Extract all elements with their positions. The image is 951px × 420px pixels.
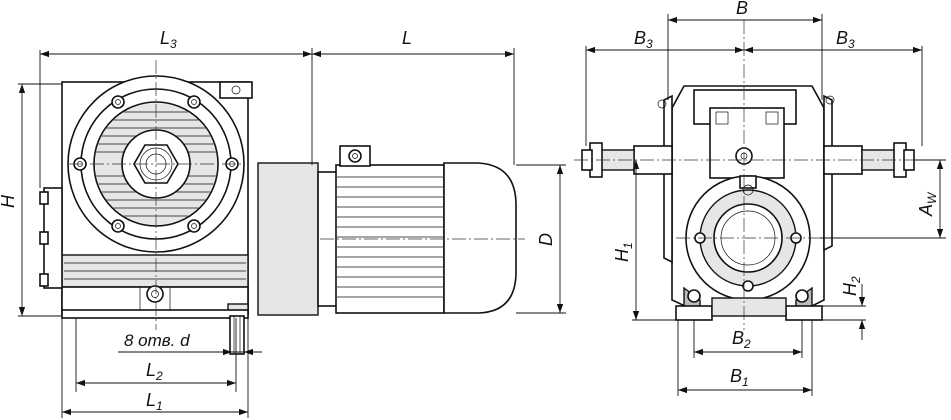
label-holes: 8 отв. d (124, 331, 190, 350)
label-H2: H2 (840, 276, 863, 296)
label-H: H (0, 194, 18, 208)
label-L2: L2 (146, 360, 163, 383)
foot-bracket (229, 315, 245, 355)
front-view (574, 20, 930, 330)
label-L1: L1 (146, 390, 163, 413)
side-view (39, 60, 525, 355)
front-dimensions (585, 14, 946, 396)
label-H1: H1 (612, 242, 635, 262)
label-B3-right: B3 (836, 28, 855, 51)
motor-flange (257, 162, 319, 316)
side-dimensions (18, 48, 566, 418)
label-B1: B1 (730, 366, 749, 389)
label-B: B (736, 0, 748, 18)
electric-motor (335, 145, 517, 314)
label-Aw: AW (916, 191, 939, 217)
label-L: L (402, 28, 412, 48)
label-D: D (536, 233, 556, 246)
label-L3: L3 (160, 28, 177, 51)
label-B3-left: B3 (634, 28, 653, 51)
base-bolt-icon (146, 285, 164, 303)
label-B2: B2 (732, 328, 751, 351)
